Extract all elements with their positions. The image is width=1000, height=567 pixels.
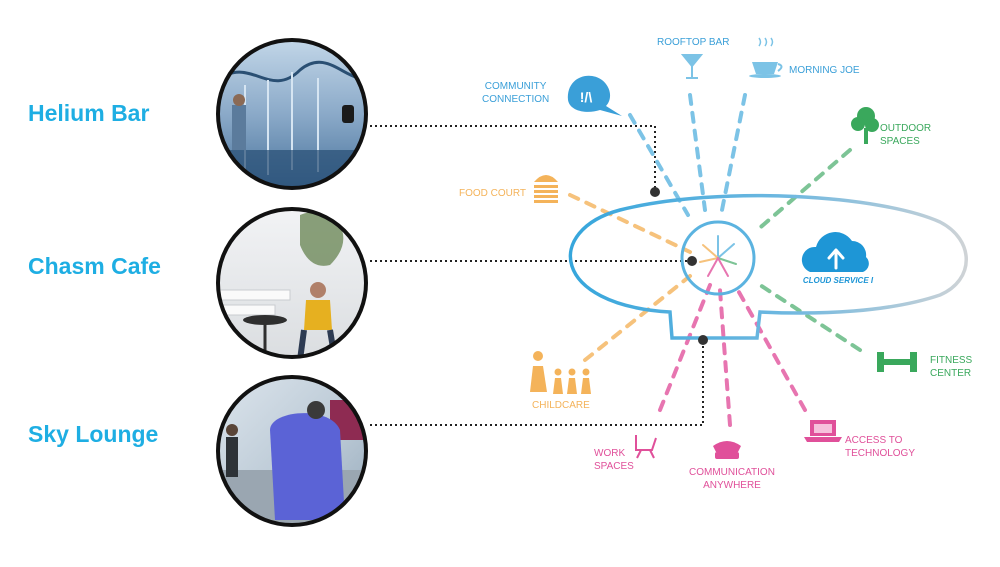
rays-orange [568,193,692,362]
laptop-icon [804,420,842,442]
venue-photo-helium [216,38,368,190]
amenity-label-outdoor: OUTDOOR SPACES [880,123,932,147]
tree-icon [851,107,879,144]
connector-sky [370,341,704,426]
venue-photo-chasm [216,207,368,359]
connector-node-chasm [687,256,697,266]
rays-green [753,148,862,352]
coffee-cup-icon [749,37,783,78]
venue-title-sky: Sky Lounge [28,421,159,447]
amenity-label-community: COMMUNITY CONNECTION [482,81,550,105]
venue-title-chasm: Chasm Cafe [28,253,161,279]
rays-pink [658,283,807,427]
amenity-label-childcare: CHILDCARE [532,400,590,411]
venue-photo-sky [216,375,368,527]
cocktail-icon [680,54,704,79]
chair-icon [635,435,657,459]
amenity-label-fitness: FITNESS CENTER [930,355,973,379]
connectors [370,125,704,426]
connector-helium [370,125,656,191]
connector-node-helium [650,187,660,197]
burger-icon [534,175,558,203]
people-icon [530,351,591,394]
hub-shape [568,187,968,345]
dumbbell-icon [877,352,917,372]
hub-inner-ring [680,220,756,296]
amenity-label-morning: MORNING JOE [789,65,860,76]
cloud-upload-icon [801,232,869,272]
amenity-label-rooftop: ROOFTOP BAR [657,37,730,48]
amenity-label-work: WORK SPACES [594,448,634,472]
venue-title-helium: Helium Bar [28,100,150,126]
amenity-label-access: ACCESS TO TECHNOLOGY [845,435,916,459]
connector-node-sky [698,335,708,345]
hub-label: CLOUD SERVICE I [803,276,874,285]
telephone-icon [713,441,741,459]
amenity-label-food: FOOD COURT [459,188,527,199]
speech-bubble-icon: !/\ [567,75,622,116]
svg-text:!/\: !/\ [580,89,593,105]
hub-center-burst [699,235,737,277]
amenity-label-communication: COMMUNICATION ANYWHERE [689,467,775,491]
